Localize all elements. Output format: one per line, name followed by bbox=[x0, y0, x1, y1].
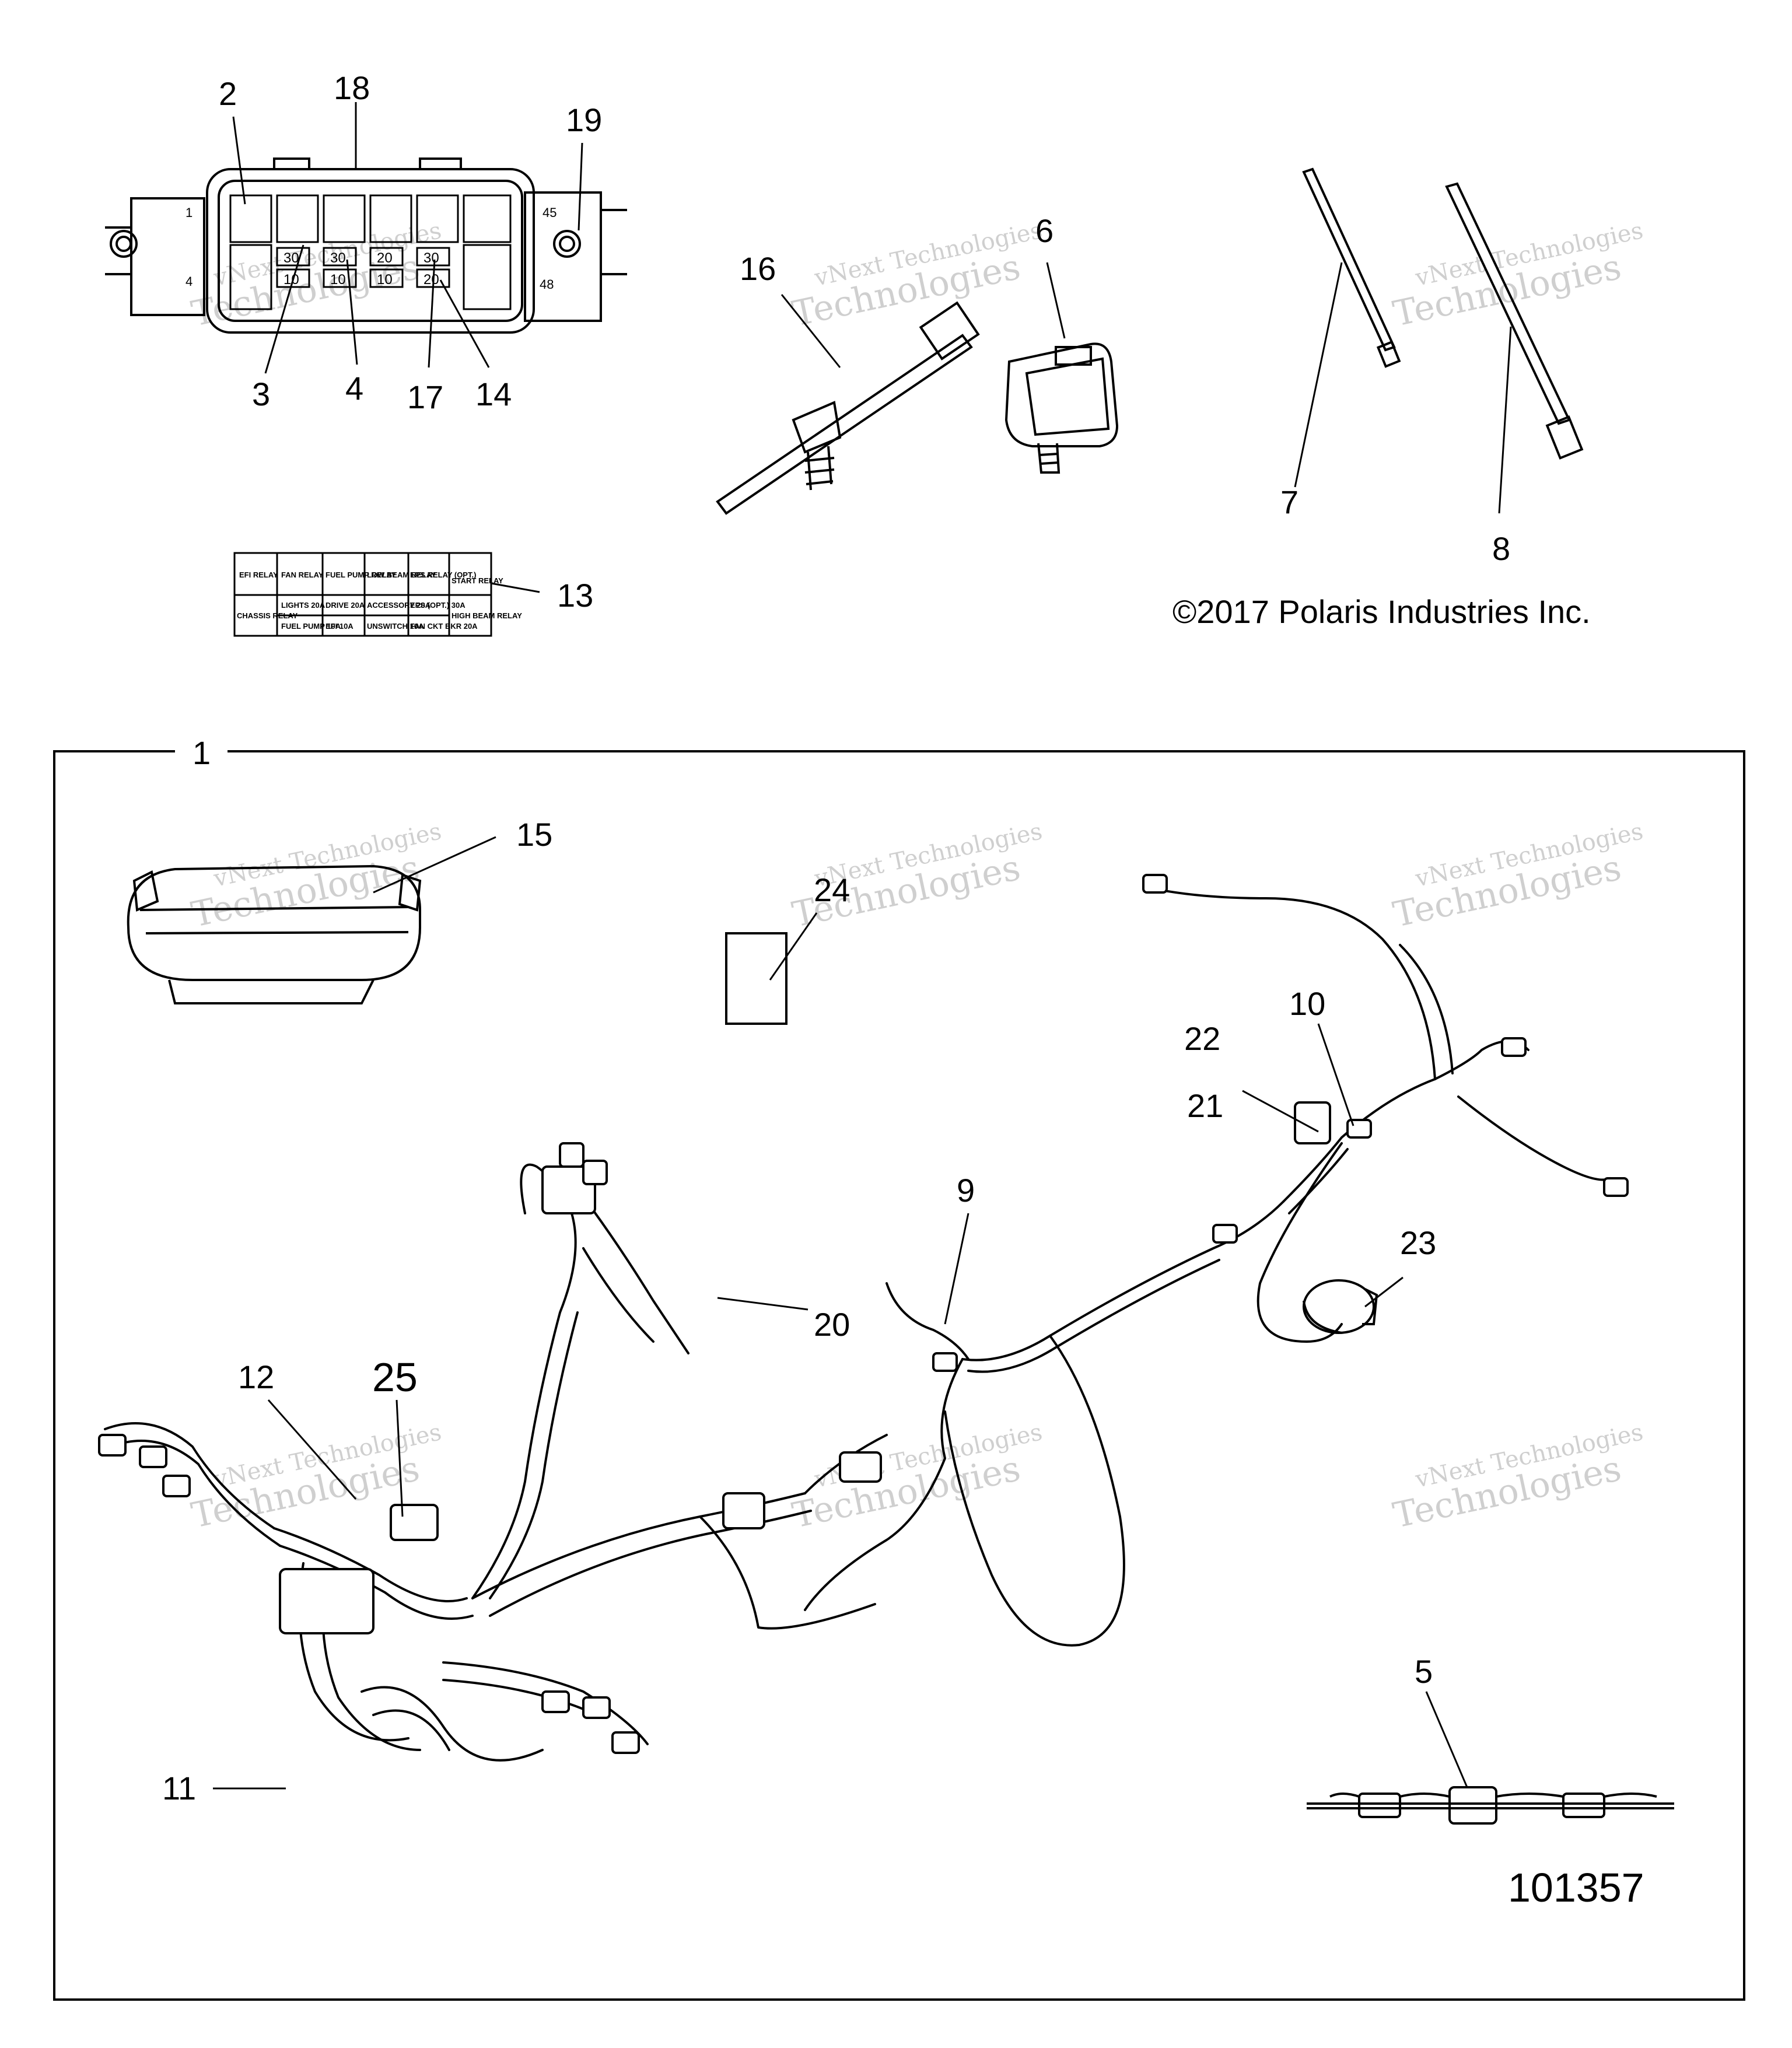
label-efi-relay: EFI RELAY bbox=[239, 570, 278, 579]
fuse-rating: 10 bbox=[377, 272, 393, 288]
label-fan-ckt-bkr: FAN CKT BKR 20A bbox=[410, 622, 478, 631]
label-fuel-pump-relay: FUEL PUMP RELAY bbox=[326, 570, 396, 579]
callout-12: 12 bbox=[238, 1359, 274, 1395]
fuse-rating: 20 bbox=[377, 250, 393, 266]
callout-21: 21 bbox=[1187, 1087, 1223, 1124]
copyright-notice: ©2017 Polaris Industries Inc. bbox=[1172, 593, 1591, 630]
callout-3: 3 bbox=[252, 376, 270, 412]
label-high-beam-relay: HIGH BEAM RELAY bbox=[452, 611, 522, 620]
assembly-frame bbox=[53, 750, 1745, 2001]
callout-10: 10 bbox=[1289, 985, 1325, 1022]
fuse-rating: 30 bbox=[424, 250, 439, 266]
callout-23: 23 bbox=[1400, 1224, 1436, 1261]
label-eps: EPS (OPT.) 30A bbox=[410, 601, 466, 610]
label-accessory: ACCESSORY 20A bbox=[367, 601, 431, 610]
label-lights: LIGHTS 20A bbox=[281, 601, 326, 610]
callout-13: 13 bbox=[557, 577, 593, 614]
figure-number: 101357 bbox=[1508, 1865, 1644, 1910]
label-fan-relay: FAN RELAY bbox=[281, 570, 324, 579]
callout-1: 1 bbox=[192, 734, 211, 771]
label-fuel-pump: FUEL PUMP 10A bbox=[281, 622, 341, 631]
push-mount-cable-tie bbox=[716, 301, 980, 515]
callout-6: 6 bbox=[1035, 212, 1054, 249]
fuse-rating: 30 bbox=[330, 250, 346, 266]
callout-11: 11 bbox=[162, 1770, 196, 1807]
callout-7: 7 bbox=[1280, 484, 1298, 520]
wire-harness bbox=[104, 885, 1611, 1762]
watermark: vNext Technologies Technologies bbox=[1390, 1419, 1646, 1536]
callout-18: 18 bbox=[334, 69, 370, 106]
fuse-box-pin-48: 48 bbox=[540, 277, 554, 292]
decal-sheet bbox=[725, 932, 788, 1025]
callout-22: 22 bbox=[1184, 1020, 1220, 1057]
callout-9: 9 bbox=[957, 1172, 975, 1209]
fuse-box-pin-4: 4 bbox=[186, 274, 192, 289]
label-chassis-relay: CHASSIS RELAY bbox=[237, 611, 298, 620]
fuse-label-decal: EFI RELAY FAN RELAY FUEL PUMP RELAY LOW … bbox=[233, 552, 522, 637]
callout-20: 20 bbox=[814, 1306, 850, 1343]
callout-15: 15 bbox=[516, 816, 552, 853]
fuse-rating: 20 bbox=[424, 272, 439, 288]
callout-14: 14 bbox=[475, 376, 512, 412]
connector-clip bbox=[1005, 342, 1119, 474]
callout-25: 25 bbox=[372, 1354, 418, 1400]
watermark: vNext Technologies Technologies bbox=[1390, 818, 1646, 936]
watermark: vNext Technologies Technologies bbox=[789, 217, 1045, 335]
cable-tie-long bbox=[1445, 182, 1584, 460]
fuse-box-labels: 1 4 45 48 30 30 20 30 10 10 10 20 bbox=[186, 205, 556, 292]
callout-19: 19 bbox=[566, 101, 602, 138]
label-start-relay: START RELAY bbox=[452, 576, 503, 585]
callout-16: 16 bbox=[740, 250, 776, 287]
label-efi: EFI 10A bbox=[326, 622, 354, 631]
label-eps-relay: EPS RELAY (OPT.) bbox=[410, 570, 476, 579]
cable-tie-short bbox=[1302, 167, 1401, 368]
fuse-box-pin-1: 1 bbox=[186, 205, 192, 220]
callout-24: 24 bbox=[814, 871, 850, 908]
label-low-beam-relay: LOW BEAM RELAY bbox=[367, 570, 436, 579]
fuse-rating: 30 bbox=[284, 250, 299, 266]
harness-connectors bbox=[98, 874, 1629, 1754]
watermark: vNext Technologies Technologies bbox=[1390, 217, 1646, 335]
callout-2: 2 bbox=[219, 75, 237, 112]
fuse-box bbox=[105, 157, 627, 334]
label-unswitch: UNSWITCH 10A bbox=[367, 622, 424, 631]
fuse-rating: 10 bbox=[330, 272, 346, 288]
callouts: 1 2 3 4 5 6 7 8 9 10 11 12 13 14 15 16 1… bbox=[162, 69, 1510, 1807]
inline-fuse-jumper bbox=[1307, 1786, 1674, 1825]
callout-8: 8 bbox=[1492, 530, 1510, 567]
fuse-box-cover bbox=[127, 864, 422, 1004]
fuse-box-pin-45: 45 bbox=[542, 205, 556, 220]
label-drive: DRIVE 20A bbox=[326, 601, 365, 610]
callout-4: 4 bbox=[345, 370, 363, 407]
leader-lines bbox=[213, 102, 1512, 1790]
callout-5: 5 bbox=[1415, 1653, 1433, 1690]
callout-17: 17 bbox=[407, 379, 443, 415]
watermark: vNext Technologies Technologies bbox=[789, 1419, 1045, 1536]
buzzer-module bbox=[1303, 1279, 1378, 1334]
